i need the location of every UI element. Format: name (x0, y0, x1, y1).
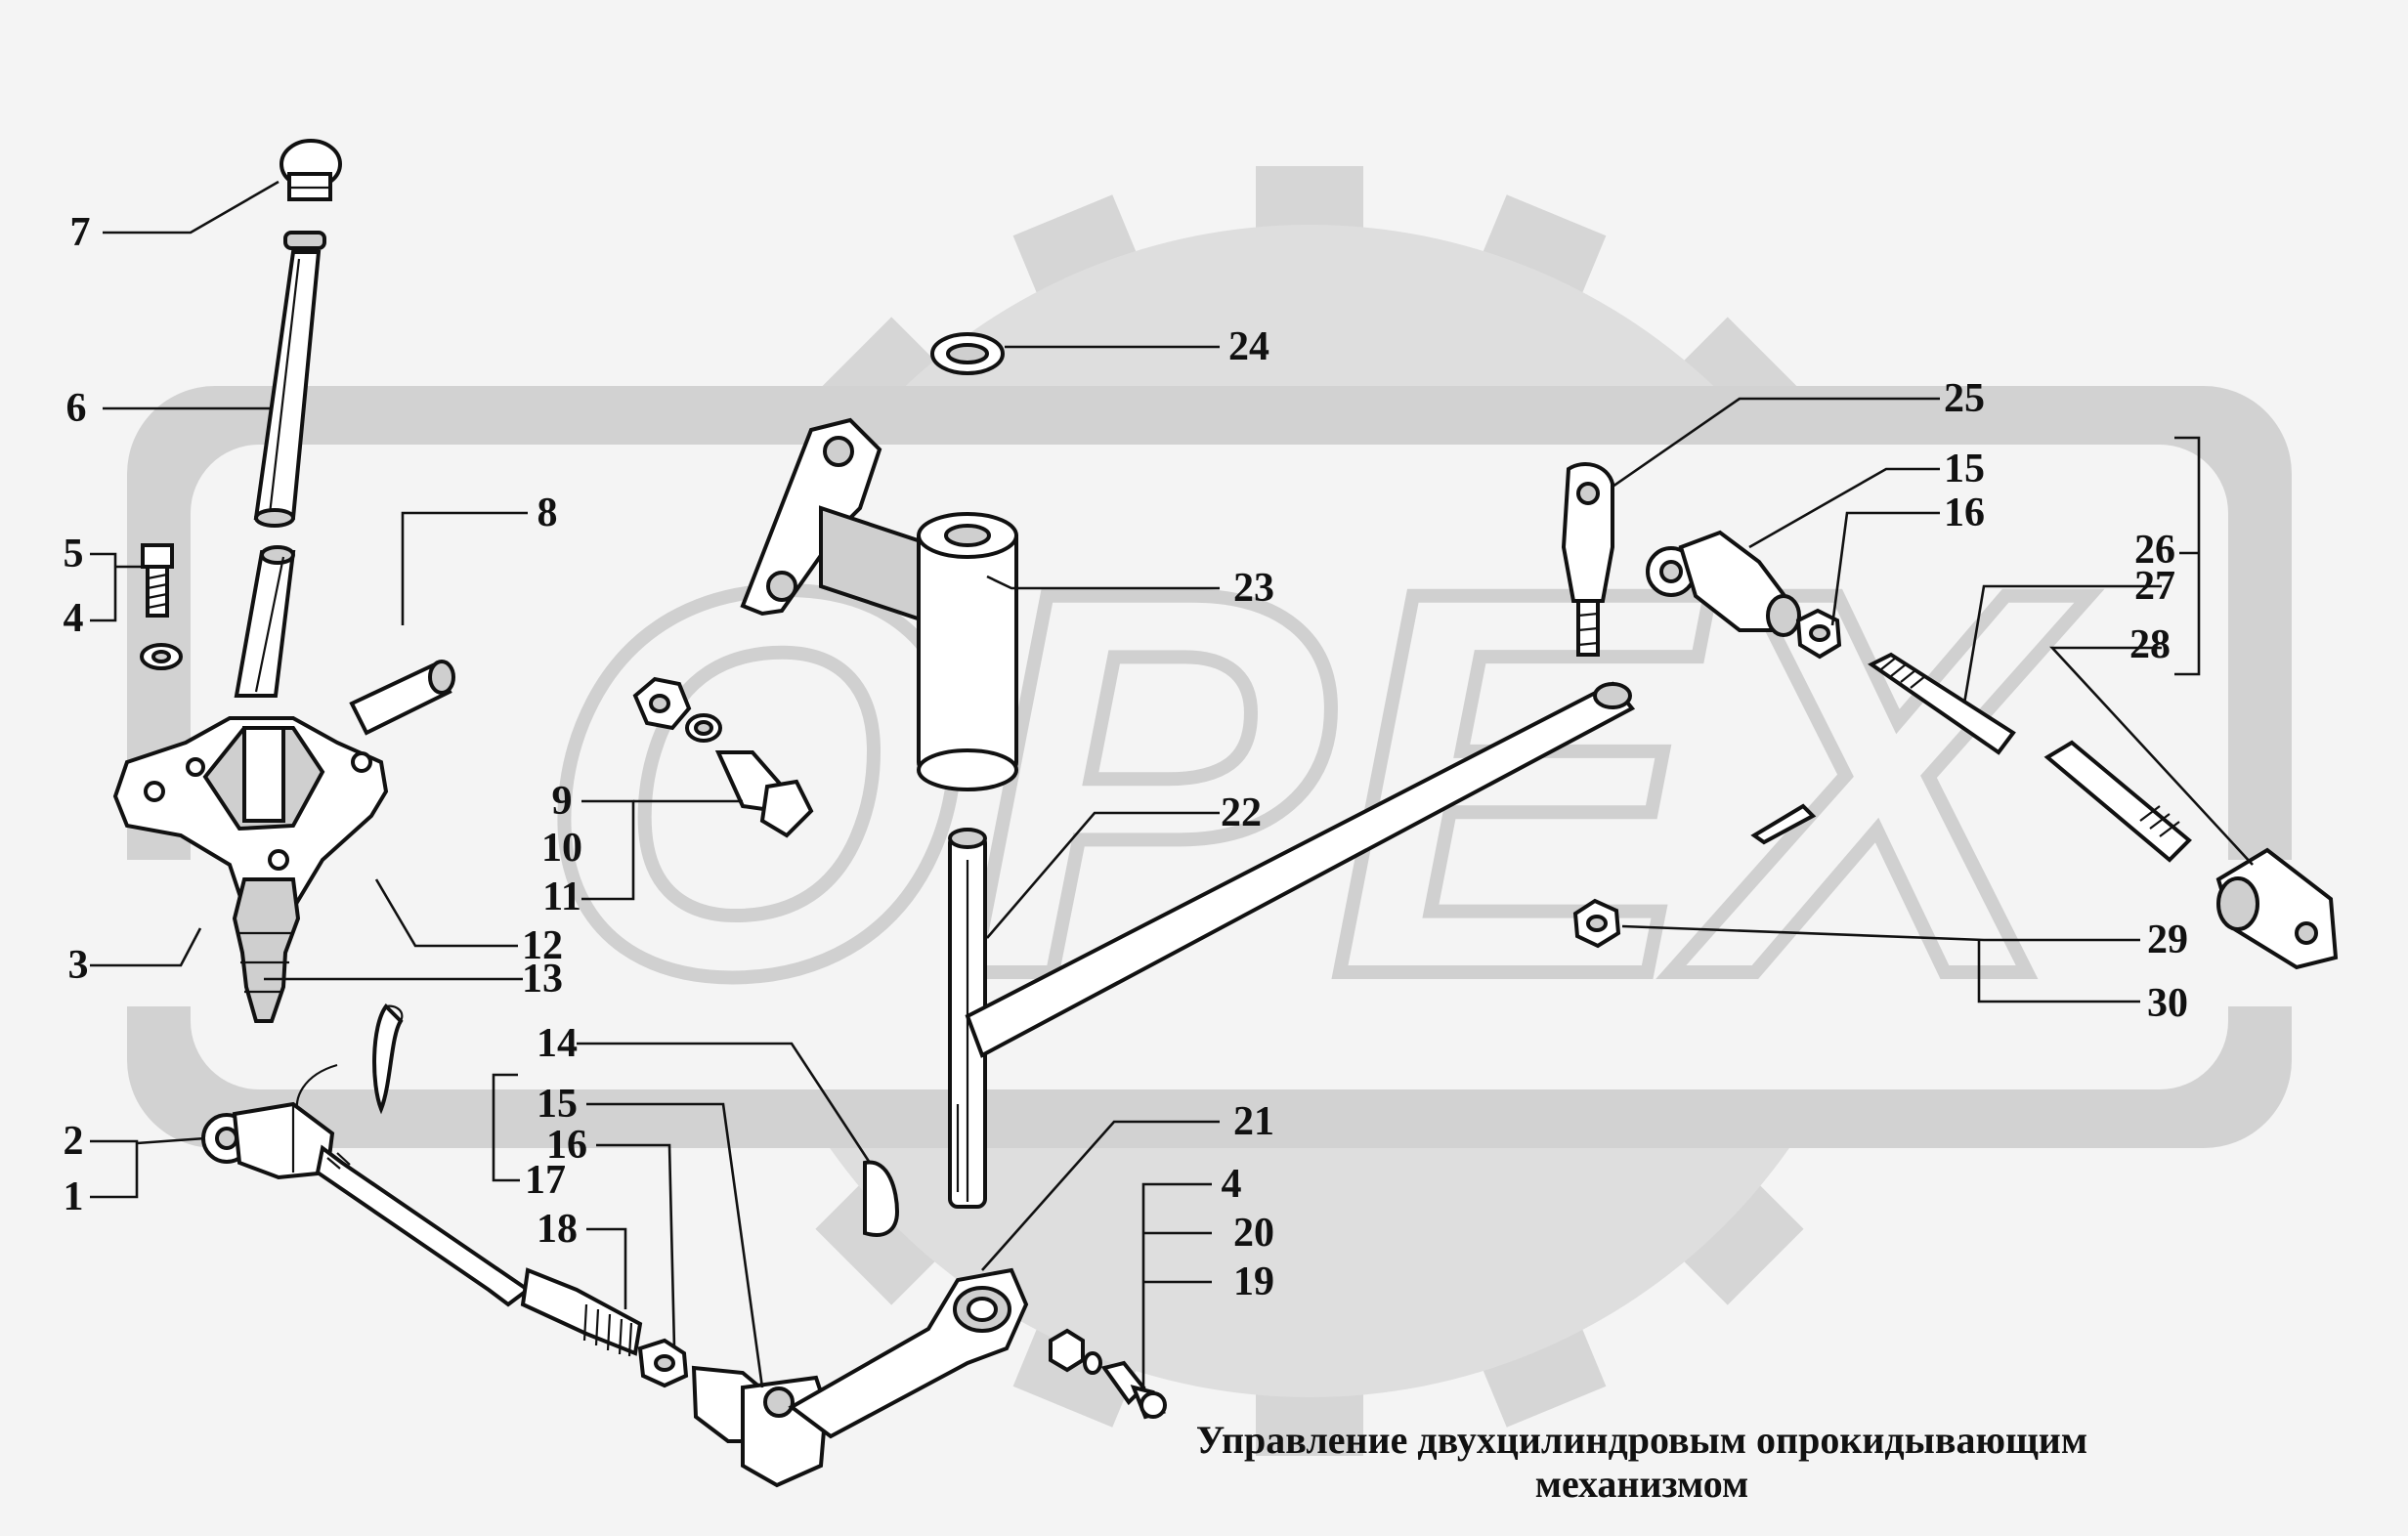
part-16-nut-left (637, 1338, 689, 1388)
callout-c26: 26 (2134, 528, 2175, 573)
part-8-pin (349, 660, 455, 736)
part-11-bolt (714, 750, 814, 838)
part-27-threaded-rod (1868, 652, 2016, 755)
callout-c3: 3 (67, 943, 89, 988)
callout-c23: 23 (1233, 566, 1274, 611)
callout-c16a: 16 (546, 1123, 587, 1168)
callout-c30: 30 (2147, 981, 2188, 1026)
callout-c21: 21 (1233, 1099, 1274, 1144)
callout-c4b: 4 (1221, 1162, 1242, 1207)
part-10-washer (685, 713, 722, 743)
caption-line-2: механизмом (1534, 1461, 1749, 1506)
part-15-clevis-bottom (691, 1365, 829, 1488)
callout-c12: 12 (522, 923, 563, 968)
callout-c7: 7 (69, 210, 91, 255)
callout-c28: 28 (2129, 622, 2171, 667)
callout-c22: 22 (1221, 790, 1262, 835)
part-15-clevis-right (1646, 530, 1801, 637)
callout-c17: 17 (525, 1158, 566, 1203)
callout-c2: 2 (63, 1119, 84, 1164)
callout-c20: 20 (1233, 1211, 1274, 1256)
callout-c18: 18 (537, 1207, 578, 1252)
callout-c10: 10 (541, 826, 582, 871)
part-23-bracket (740, 417, 1018, 791)
part-18-threaded-end (520, 1267, 643, 1357)
diagram-caption: Управление двухцилиндровым опрокидывающи… (1104, 1418, 2179, 1507)
watermark-frame-gap-left (117, 860, 235, 1006)
part-21-lever (788, 1267, 1029, 1439)
callout-c27: 27 (2134, 564, 2175, 609)
callout-c19: 19 (1233, 1259, 1274, 1304)
part-cotter-pin-left (372, 1003, 404, 1115)
callout-c15a: 15 (537, 1082, 578, 1127)
callout-c8: 8 (537, 491, 558, 535)
part-9-nut (632, 676, 692, 731)
callout-c4a: 4 (63, 596, 84, 641)
part-29-castle-nut (1572, 898, 1621, 949)
part-7-knob (280, 139, 342, 250)
callout-c16b: 16 (1944, 491, 1985, 535)
callout-c29: 29 (2147, 917, 2188, 962)
part-28-clevis-end (2215, 847, 2339, 970)
callout-c14: 14 (537, 1021, 578, 1066)
callout-c5: 5 (63, 532, 84, 576)
part-3-housing (112, 716, 389, 1023)
leader-lines (90, 180, 2254, 1388)
callout-c6: 6 (65, 386, 87, 431)
callout-c13: 13 (522, 957, 563, 1002)
part-14-key (863, 1160, 900, 1237)
part-24-snap-ring (930, 332, 1005, 375)
part-17-rod (315, 1144, 532, 1307)
callout-c24: 24 (1228, 324, 1269, 369)
callout-c15b: 15 (1944, 447, 1985, 491)
callout-c1: 1 (63, 1174, 84, 1219)
part-25-clevis (1561, 462, 1614, 657)
part-arm-long (965, 681, 1636, 1058)
watermark-logo: OPEX (117, 166, 2297, 1456)
part-6-lever-rod (253, 250, 322, 528)
part-5-bolt (141, 543, 174, 618)
caption-line-1: Управление двухцилиндровым опрокидывающи… (1195, 1418, 2088, 1462)
part-16-nut-right (1795, 608, 1842, 660)
part-19-bolt-bottom (1100, 1360, 1167, 1420)
part-4-washer-left (140, 643, 183, 670)
callout-c25: 25 (1944, 376, 1985, 421)
callout-c11: 11 (542, 875, 581, 919)
part-nut-bottom (1049, 1328, 1102, 1375)
callout-c9: 9 (551, 779, 573, 824)
part-6-lower-rod (234, 545, 296, 698)
part-cotter-pin-right (1750, 803, 1817, 845)
part-28-rod (2043, 740, 2192, 863)
